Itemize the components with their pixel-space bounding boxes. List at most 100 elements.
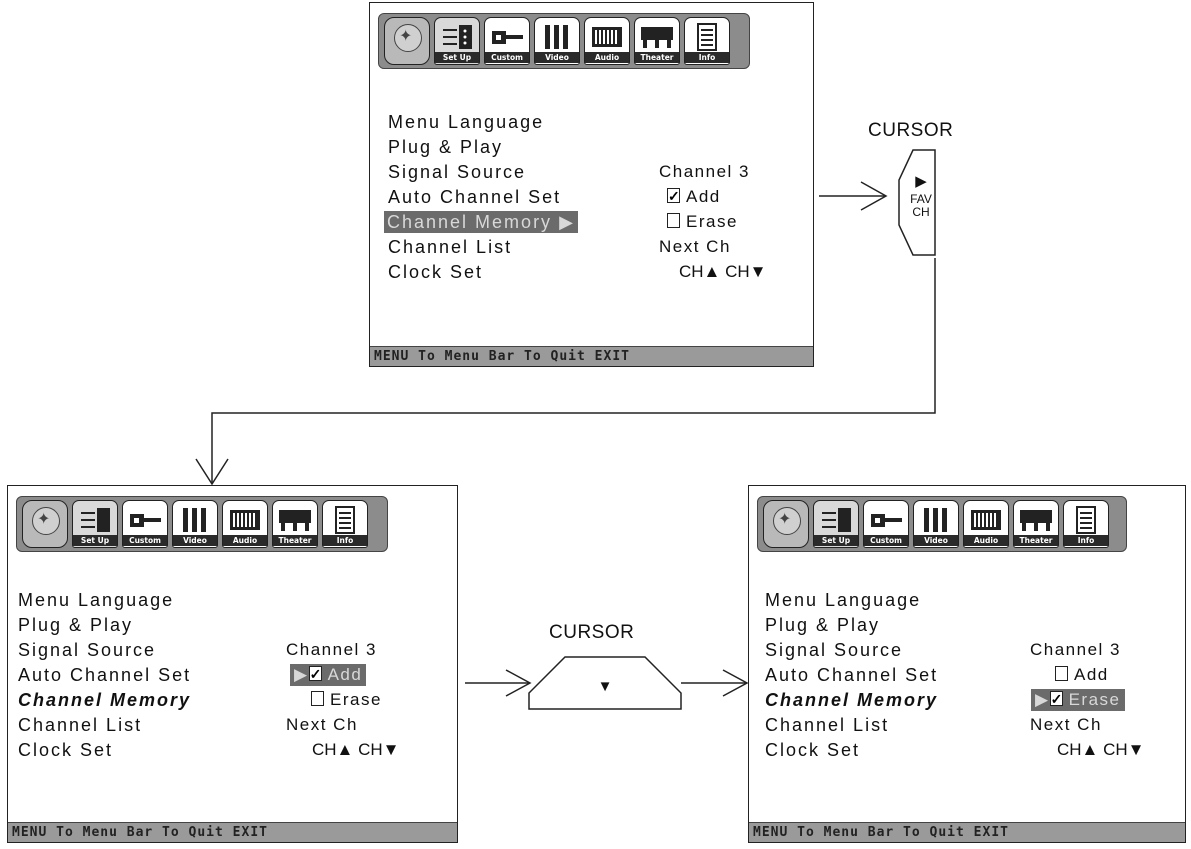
tab-label: Info <box>685 52 729 63</box>
fav-label: FAV <box>910 192 932 206</box>
tab-audio[interactable]: Audio <box>222 500 268 548</box>
add-label: Add <box>327 665 363 684</box>
tab-label: Audio <box>223 535 267 546</box>
cursor-down-button[interactable] <box>528 656 682 710</box>
tab-label: Set Up <box>814 535 858 546</box>
tab-video[interactable]: Video <box>913 500 959 548</box>
navigation-diamond-icon <box>394 24 422 52</box>
menu-item-plug-play[interactable]: Plug & Play <box>765 615 881 635</box>
menu-screen-top: Set Up Custom Video Audio Theater Info M… <box>369 2 814 367</box>
menu-item-clock-set[interactable]: Clock Set <box>388 262 484 282</box>
menu-item-signal-source[interactable]: Signal Source <box>765 640 904 660</box>
tab-video[interactable]: Video <box>534 17 580 65</box>
setup-icon <box>822 508 851 532</box>
menu-item-menu-language[interactable]: Menu Language <box>765 590 922 610</box>
menu-item-plug-play[interactable]: Plug & Play <box>18 615 134 635</box>
arrow-to-right-screen <box>681 669 749 697</box>
tab-audio[interactable]: Audio <box>584 17 630 65</box>
tab-setup[interactable]: Set Up <box>813 500 859 548</box>
menu-item-auto-channel-set[interactable]: Auto Channel Set <box>18 665 192 685</box>
ch-label: CH <box>912 205 930 219</box>
tab-setup[interactable]: Set Up <box>434 17 480 65</box>
cursor-right-button[interactable] <box>898 149 936 256</box>
checkbox-empty-icon <box>1055 666 1068 681</box>
tab-label: Set Up <box>73 535 117 546</box>
cursor-label-bottom: CURSOR <box>549 622 635 643</box>
menu-item-channel-list[interactable]: Channel List <box>765 715 890 735</box>
audio-icon <box>230 510 260 530</box>
tab-info[interactable]: Info <box>684 17 730 65</box>
menu-item-channel-memory-active[interactable]: Channel Memory <box>765 690 939 710</box>
menu-item-plug-play[interactable]: Plug & Play <box>388 137 504 157</box>
connector-top-to-left <box>195 258 936 486</box>
selection-arrow-icon: ▶ <box>1035 690 1050 709</box>
tab-audio[interactable]: Audio <box>963 500 1009 548</box>
menu-item-channel-memory-highlighted[interactable]: Channel Memory ▶ <box>384 211 578 233</box>
tab-custom[interactable]: Custom <box>484 17 530 65</box>
tab-label: Theater <box>635 52 679 63</box>
tab-video[interactable]: Video <box>172 500 218 548</box>
menu-item-menu-language[interactable]: Menu Language <box>388 112 545 132</box>
menu-item-clock-set[interactable]: Clock Set <box>765 740 861 760</box>
status-bar: MENU To Menu Bar To Quit EXIT <box>8 822 457 842</box>
tab-label: Set Up <box>435 52 479 63</box>
tab-setup[interactable]: Set Up <box>72 500 118 548</box>
cursor-label-top: CURSOR <box>868 120 954 141</box>
status-bar: MENU To Menu Bar To Quit EXIT <box>370 346 813 366</box>
theater-icon <box>641 27 673 48</box>
menu-item-signal-source[interactable]: Signal Source <box>388 162 527 182</box>
tab-navigation[interactable] <box>763 500 809 548</box>
add-option[interactable]: Add <box>667 185 721 208</box>
menu-item-clock-set[interactable]: Clock Set <box>18 740 114 760</box>
right-arrow-icon: ▶ <box>915 173 927 190</box>
erase-option-selected[interactable]: ▶ Erase <box>1031 688 1125 711</box>
menu-item-auto-channel-set[interactable]: Auto Channel Set <box>765 665 939 685</box>
menu-item-auto-channel-set[interactable]: Auto Channel Set <box>388 187 562 207</box>
tab-label: Audio <box>964 535 1008 546</box>
theater-icon <box>1020 510 1052 531</box>
tab-custom[interactable]: Custom <box>122 500 168 548</box>
tab-label: Video <box>535 52 579 63</box>
menu-item-signal-source[interactable]: Signal Source <box>18 640 157 660</box>
video-icon <box>924 508 947 532</box>
menu-item-channel-list[interactable]: Channel List <box>388 237 513 257</box>
audio-icon <box>592 27 622 47</box>
tab-theater[interactable]: Theater <box>634 17 680 65</box>
tab-label: Video <box>173 535 217 546</box>
erase-label: Erase <box>686 212 738 231</box>
tab-theater[interactable]: Theater <box>272 500 318 548</box>
ch-up-down-value: CH▲ CH▼ <box>312 740 400 759</box>
tab-label: Custom <box>123 535 167 546</box>
tab-info[interactable]: Info <box>322 500 368 548</box>
tab-theater[interactable]: Theater <box>1013 500 1059 548</box>
erase-option[interactable]: Erase <box>311 689 382 711</box>
erase-option[interactable]: Erase <box>667 211 738 233</box>
tab-label: Custom <box>485 52 529 63</box>
submenu-arrow-icon: ▶ <box>559 212 575 232</box>
next-ch-value: Next Ch <box>286 715 358 734</box>
add-option[interactable]: Add <box>1055 664 1109 686</box>
tab-info[interactable]: Info <box>1063 500 1109 548</box>
menu-item-channel-memory-active[interactable]: Channel Memory <box>18 690 192 710</box>
tab-label: Custom <box>864 535 908 546</box>
add-option-selected[interactable]: ▶Add <box>290 663 367 686</box>
tab-navigation[interactable] <box>22 500 68 548</box>
erase-label: Erase <box>1068 690 1121 709</box>
menu-screen-left: Set Up Custom Video Audio Theater Info M… <box>7 485 458 843</box>
video-icon <box>183 508 206 532</box>
tab-custom[interactable]: Custom <box>863 500 909 548</box>
custom-icon <box>492 31 523 44</box>
next-ch-value: Next Ch <box>1030 715 1102 734</box>
next-ch-value: Next Ch <box>659 237 731 256</box>
custom-icon <box>130 514 161 527</box>
tab-label: Theater <box>273 535 317 546</box>
tab-label: Info <box>1064 535 1108 546</box>
info-icon <box>335 506 355 534</box>
add-label: Add <box>686 187 721 206</box>
checkbox-checked-icon <box>1049 688 1064 710</box>
menu-tab-bar: Set Up Custom Video Audio Theater Info <box>757 496 1127 552</box>
menu-item-channel-list[interactable]: Channel List <box>18 715 143 735</box>
tab-navigation[interactable] <box>384 17 430 65</box>
menu-item-menu-language[interactable]: Menu Language <box>18 590 175 610</box>
